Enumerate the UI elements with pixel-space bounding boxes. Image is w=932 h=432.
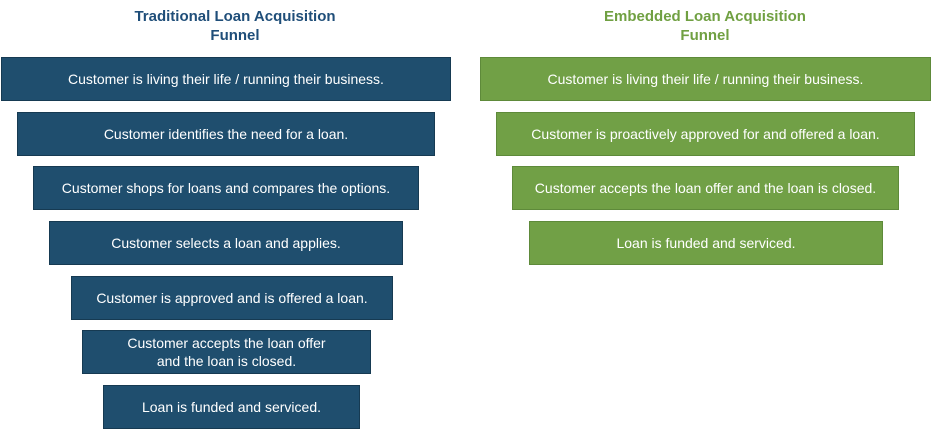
embedded-step-1: Customer is living their life / running … (480, 57, 931, 101)
traditional-funnel-title: Traditional Loan Acquisition Funnel (134, 8, 336, 44)
traditional-step-7: Loan is funded and serviced. (103, 385, 360, 429)
traditional-step-7-label: Loan is funded and serviced. (141, 399, 321, 415)
traditional-step-4: Customer selects a loan and applies. (49, 221, 403, 265)
traditional-step-6-label: Customer accepts the loan offer and the … (127, 335, 326, 369)
traditional-step-2: Customer identifies the need for a loan. (17, 112, 435, 156)
traditional-step-3: Customer shops for loans and compares th… (33, 166, 419, 210)
traditional-step-2-label: Customer identifies the need for a loan. (103, 126, 349, 142)
embedded-step-3: Customer accepts the loan offer and the … (512, 166, 899, 210)
embedded-step-1-label: Customer is living their life / running … (547, 71, 864, 87)
traditional-step-6: Customer accepts the loan offer and the … (82, 330, 371, 374)
traditional-step-4-label: Customer selects a loan and applies. (111, 235, 341, 251)
traditional-step-1: Customer is living their life / running … (1, 57, 451, 101)
traditional-step-1-label: Customer is living their life / running … (68, 71, 384, 87)
embedded-step-4-label: Loan is funded and serviced. (616, 235, 796, 251)
traditional-step-3-label: Customer shops for loans and compares th… (61, 180, 391, 196)
embedded-step-4: Loan is funded and serviced. (529, 221, 883, 265)
traditional-step-5: Customer is approved and is offered a lo… (71, 276, 393, 320)
traditional-step-5-label: Customer is approved and is offered a lo… (96, 290, 368, 306)
embedded-step-3-label: Customer accepts the loan offer and the … (534, 180, 877, 196)
embedded-step-2: Customer is proactively approved for and… (496, 112, 915, 156)
embedded-funnel-title: Embedded Loan Acquisition Funnel (604, 8, 806, 44)
embedded-step-2-label: Customer is proactively approved for and… (531, 126, 880, 142)
